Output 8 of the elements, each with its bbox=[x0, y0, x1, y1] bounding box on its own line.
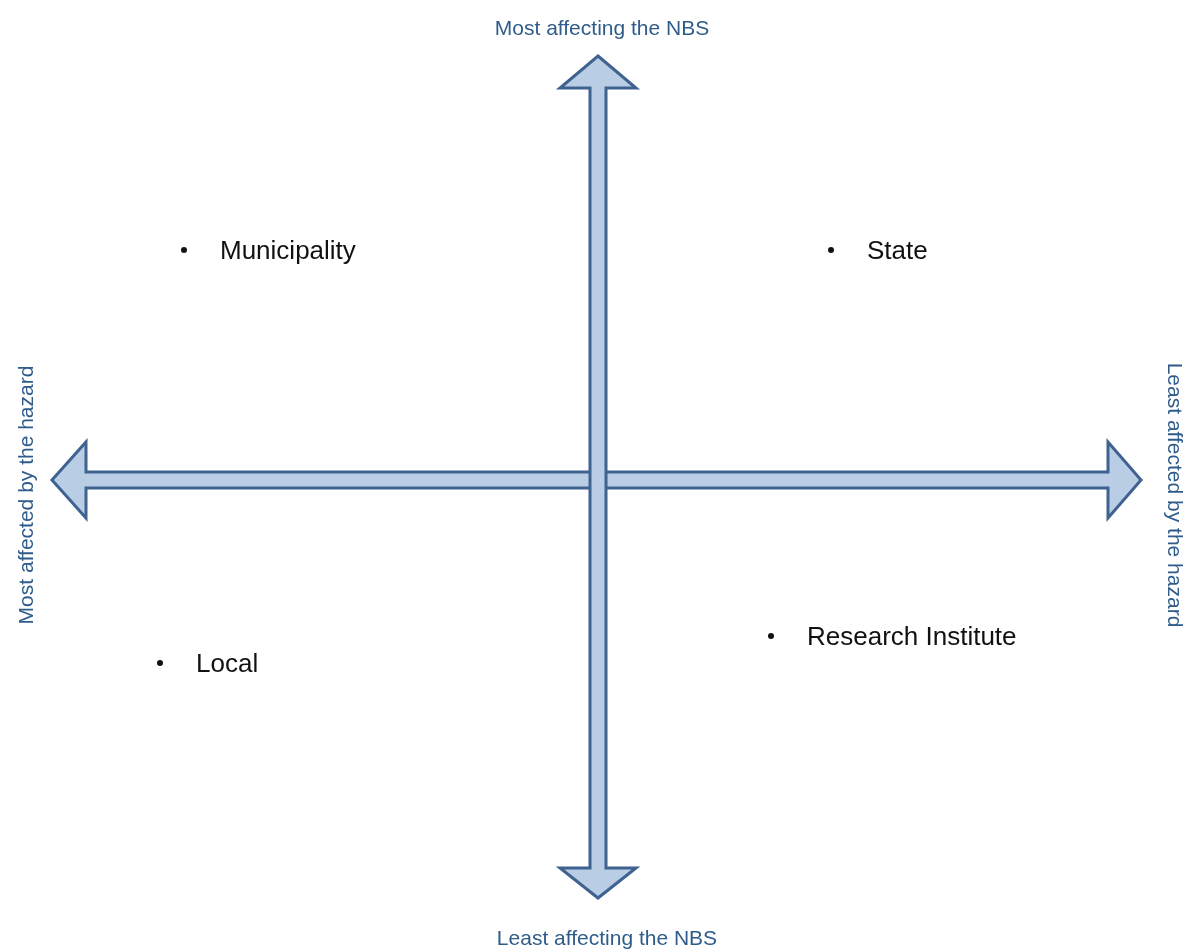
quadrant-item-label: State bbox=[867, 237, 928, 263]
axis-label: Most affecting the NBS bbox=[494, 16, 710, 38]
axis-label: Most affected by the hazard bbox=[14, 365, 36, 625]
axis-label: Least affected by the hazard bbox=[1164, 362, 1186, 628]
quadrant-item-label: Local bbox=[196, 650, 259, 676]
quadrant-item-label: Municipality bbox=[220, 237, 356, 263]
axis-label: Least affecting the NBS bbox=[496, 926, 718, 948]
quadrant-item-label: Research Institute bbox=[807, 623, 1017, 649]
